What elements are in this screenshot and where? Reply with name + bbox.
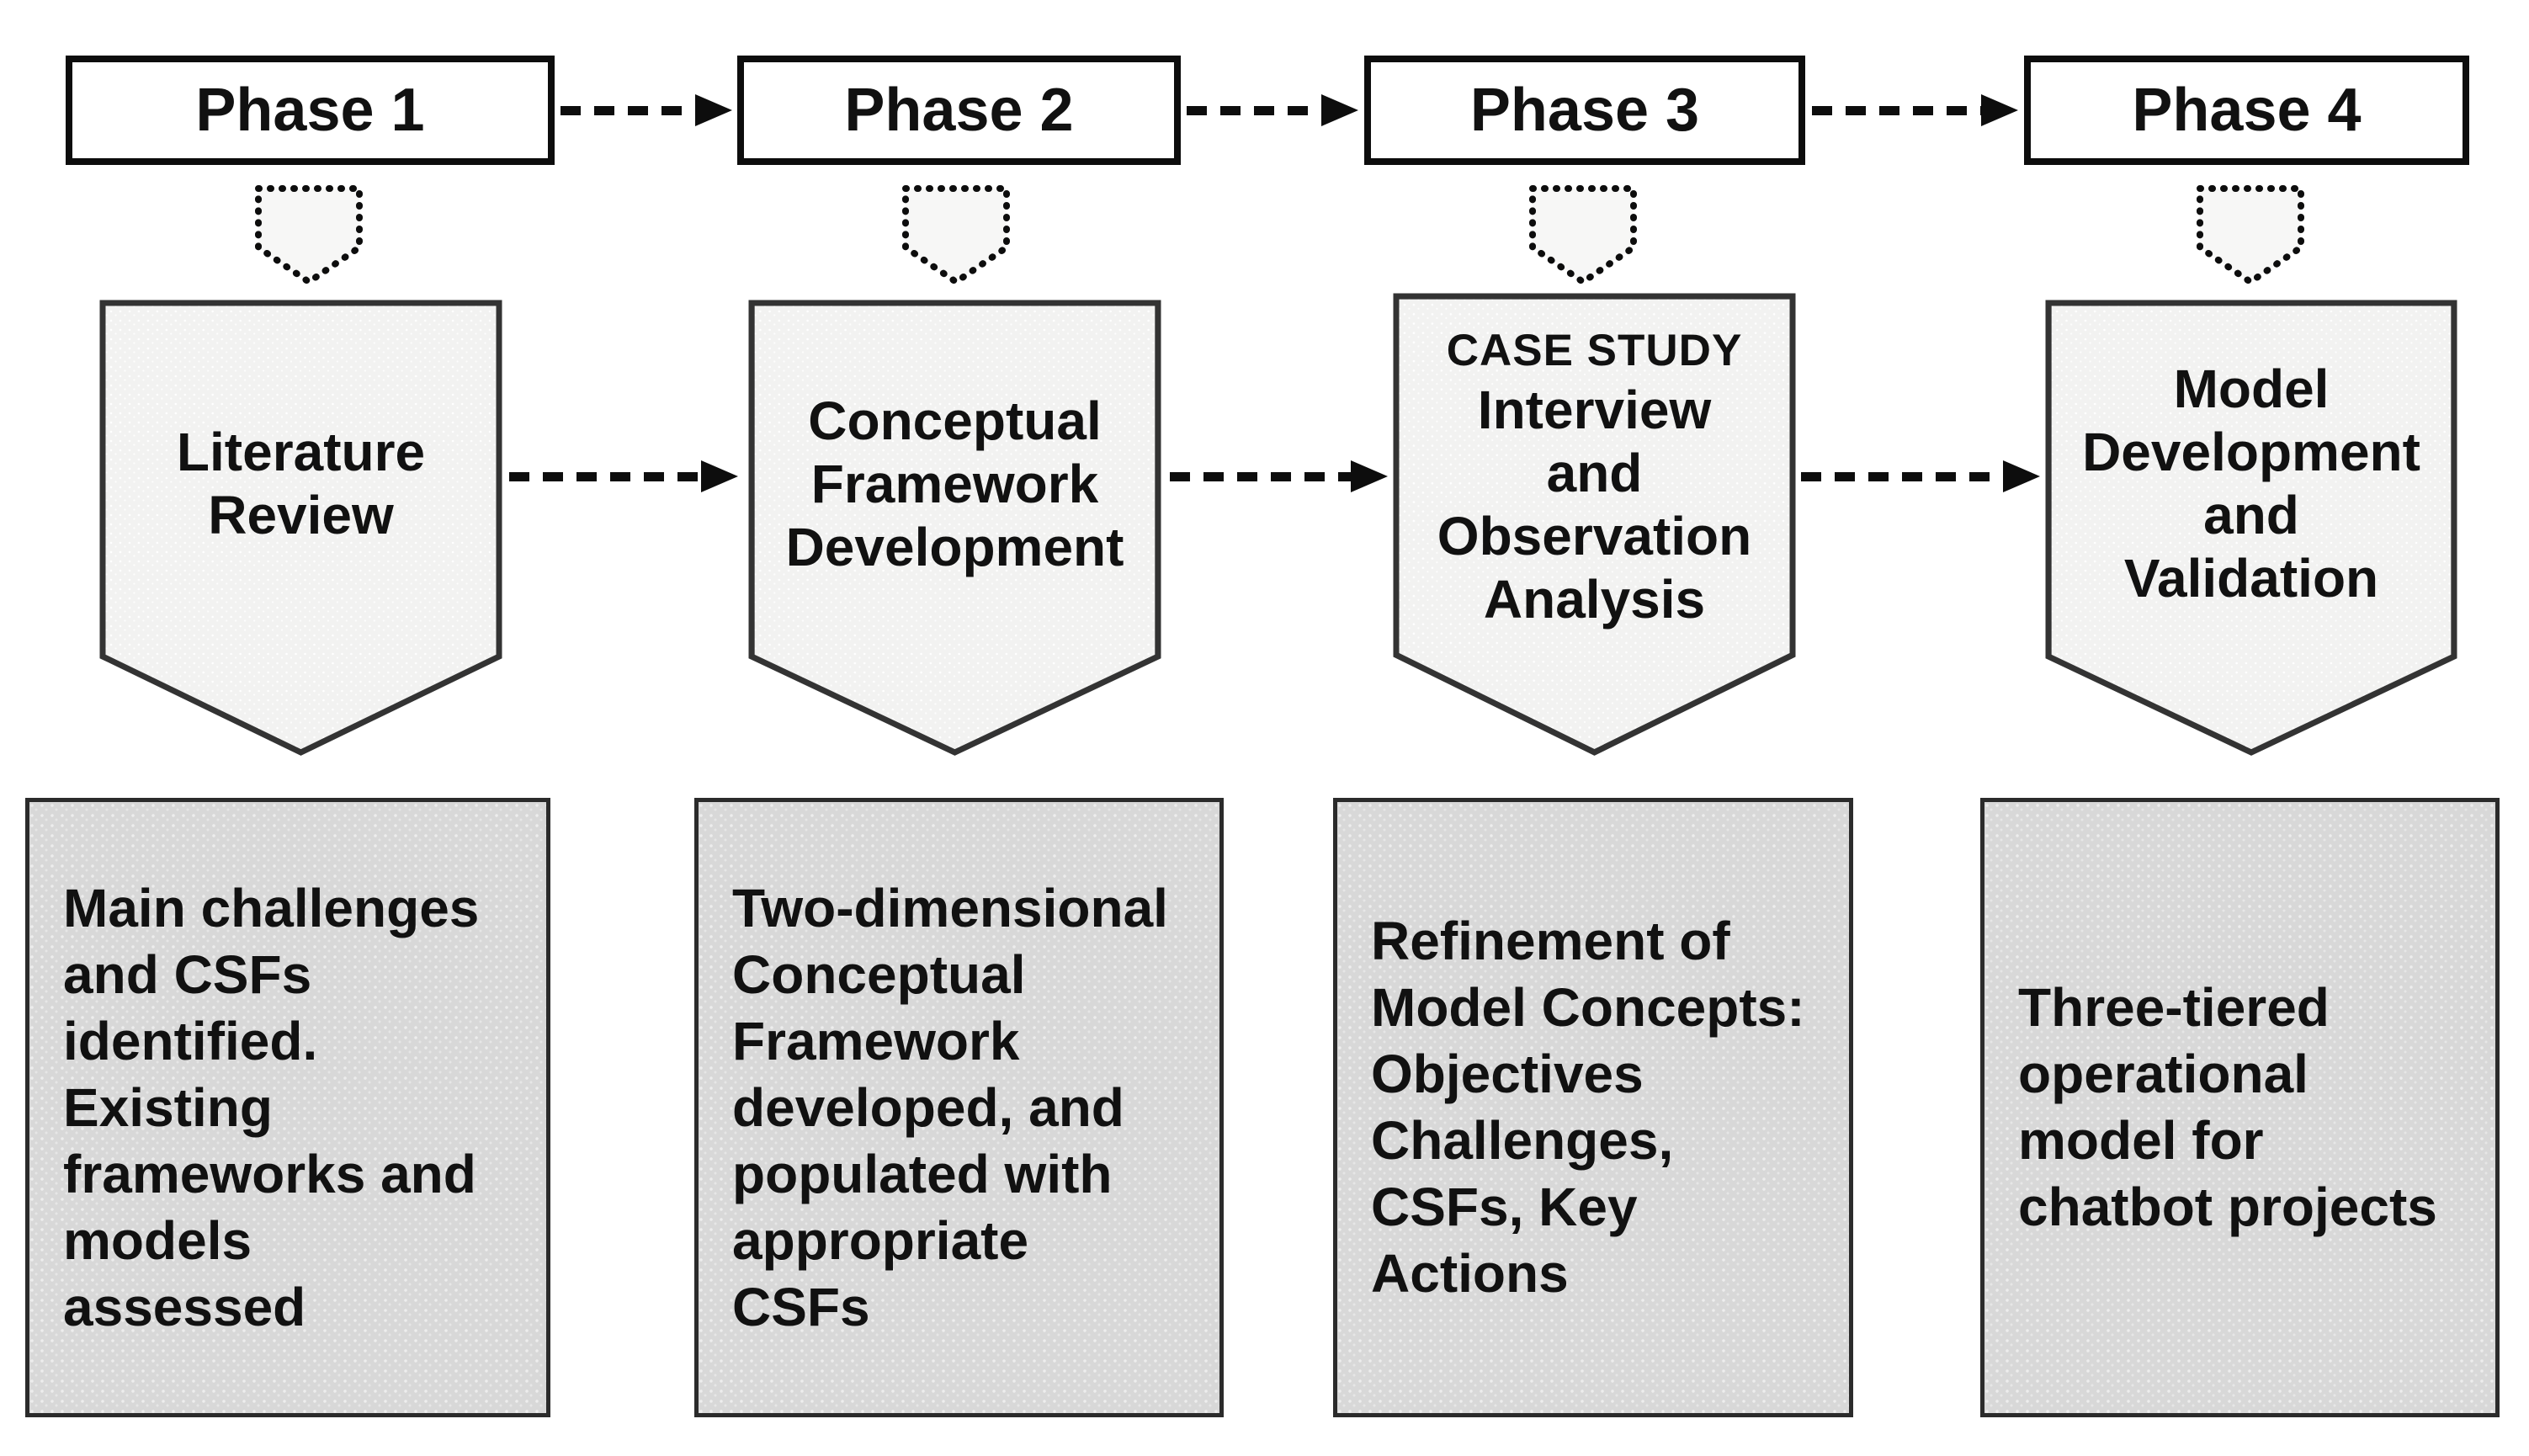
pentagon-banner-shape <box>2045 300 2457 756</box>
phase-3-box: Phase 3 <box>1364 56 1805 165</box>
phase-2-box: Phase 2 <box>737 56 1181 165</box>
activity-line: Development <box>785 516 1124 577</box>
outcome-line: models <box>63 1209 252 1271</box>
activity-line: Analysis <box>1483 569 1706 630</box>
dashed-line <box>561 105 697 115</box>
dashed-line <box>1170 471 1352 481</box>
outcome-line: chatbot projects <box>2018 1177 2437 1237</box>
pentagon-banner-shape <box>1393 293 1796 756</box>
activity-text: Literature Review <box>99 300 502 668</box>
outcome-line: Three-tiered <box>2018 977 2330 1038</box>
activity-line: and <box>2203 485 2299 545</box>
activity-text: Conceptual Framework Development <box>748 300 1161 668</box>
outcome-box-phase-4: Three-tiered operational model for chatb… <box>1980 798 2500 1417</box>
arrowhead-icon <box>2003 460 2040 492</box>
dotted-shield-connector-1 <box>255 185 363 285</box>
arrowhead-icon <box>695 94 732 126</box>
outcome-line: appropriate <box>732 1209 1029 1271</box>
outcome-line: Conceptual <box>732 943 1026 1005</box>
outcome-line: identified. <box>63 1010 318 1071</box>
activity-text: CASE STUDY Interview and Observation Ana… <box>1393 293 1796 662</box>
outcome-line: CSFs <box>732 1276 870 1337</box>
activity-line: Framework <box>810 453 1099 514</box>
arrowhead-icon <box>1981 94 2018 126</box>
dashed-line <box>1812 105 1983 115</box>
arrow-phase1-to-phase2 <box>561 94 732 126</box>
outcome-line: Refinement of <box>1371 911 1730 971</box>
activity-banner-case-study: CASE STUDY Interview and Observation Ana… <box>1393 293 1796 757</box>
activity-banner-conceptual-framework: Conceptual Framework Development <box>748 300 1161 757</box>
outcome-box-phase-2: Two-dimensional Conceptual Framework dev… <box>694 798 1224 1417</box>
outcome-line: developed, and <box>732 1076 1124 1138</box>
outcome-line: Challenges, <box>1371 1110 1674 1171</box>
dotted-shield-connector-2 <box>902 185 1010 285</box>
arrow-phase3-to-phase4 <box>1812 94 2018 126</box>
arrow-activity3-to-activity4 <box>1801 460 2040 492</box>
outcome-line: Main challenges <box>63 877 480 938</box>
activity-line: Observation <box>1437 506 1752 566</box>
activity-line: Literature <box>176 422 426 482</box>
phase-2-label: Phase 2 <box>844 77 1074 144</box>
outcome-line: Model Concepts: <box>1371 977 1805 1038</box>
arrowhead-icon <box>1351 460 1388 492</box>
outcome-box-phase-3: Refinement of Model Concepts: Objectives… <box>1333 798 1853 1417</box>
outcome-line: Framework <box>732 1010 1020 1071</box>
activity-line: Validation <box>2123 548 2379 608</box>
case-study-tag: CASE STUDY <box>1446 326 1743 375</box>
outcome-line: and CSFs <box>63 943 312 1005</box>
dashed-line <box>509 471 703 481</box>
outcome-line: model for <box>2018 1110 2264 1171</box>
outcome-line: populated with <box>732 1143 1113 1204</box>
activity-line: Review <box>208 485 394 545</box>
phase-3-label: Phase 3 <box>1469 77 1700 144</box>
outcome-box-phase-1: Main challenges and CSFs identified. Exi… <box>25 798 550 1417</box>
dotted-shield-connector-3 <box>1529 185 1637 285</box>
outcome-line: CSFs, Key <box>1371 1177 1638 1237</box>
phase-4-box: Phase 4 <box>2024 56 2469 165</box>
outcome-line: Actions <box>1371 1243 1569 1304</box>
pentagon-banner-shape <box>748 300 1161 756</box>
activity-banner-model-development: Model Development and Validation <box>2045 300 2457 757</box>
outcome-line: Two-dimensional <box>732 877 1168 938</box>
arrow-phase2-to-phase3 <box>1187 94 1358 126</box>
pentagon-banner-shape <box>99 300 502 756</box>
activity-banner-literature-review: Literature Review <box>99 300 502 757</box>
activity-line: Development <box>2082 422 2420 482</box>
arrow-activity2-to-activity3 <box>1170 460 1388 492</box>
phase-1-box: Phase 1 <box>66 56 555 165</box>
dashed-line <box>1801 471 2005 481</box>
outcome-line: operational <box>2018 1044 2309 1104</box>
dashed-line <box>1187 105 1323 115</box>
arrow-activity1-to-activity2 <box>509 460 738 492</box>
activity-line: and <box>1546 443 1643 503</box>
outcome-line: Objectives <box>1371 1044 1644 1104</box>
outcome-line: Existing <box>63 1076 273 1138</box>
activity-line: Model <box>2173 359 2330 419</box>
arrowhead-icon <box>1321 94 1358 126</box>
activity-line: Interview <box>1477 380 1712 440</box>
dotted-shield-connector-4 <box>2197 185 2304 285</box>
phase-4-label: Phase 4 <box>2132 77 2362 144</box>
arrowhead-icon <box>701 460 738 492</box>
outcome-line: frameworks and <box>63 1143 476 1204</box>
activity-text: Model Development and Validation <box>2045 300 2457 668</box>
outcome-line: assessed <box>63 1276 306 1337</box>
activity-line: Conceptual <box>808 390 1102 451</box>
phase-1-label: Phase 1 <box>195 77 425 144</box>
